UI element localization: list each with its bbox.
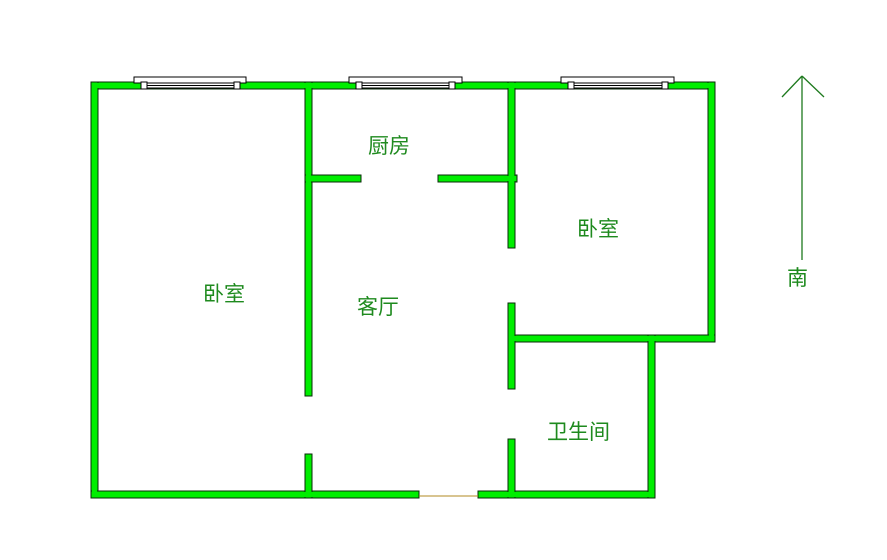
- room-label-bathroom: 卫生间: [547, 420, 610, 444]
- window-left: [133, 76, 247, 90]
- compass-label: 南: [787, 266, 808, 290]
- room-label-kitchen: 厨房: [368, 134, 410, 158]
- room-label-bedroom-left: 卧室: [203, 282, 245, 306]
- window-right: [560, 76, 675, 90]
- room-label-living-room: 客厅: [357, 295, 399, 319]
- compass-arrow-icon: [781, 75, 825, 260]
- window-middle: [348, 76, 463, 90]
- room-label-bedroom-right: 卧室: [577, 217, 619, 241]
